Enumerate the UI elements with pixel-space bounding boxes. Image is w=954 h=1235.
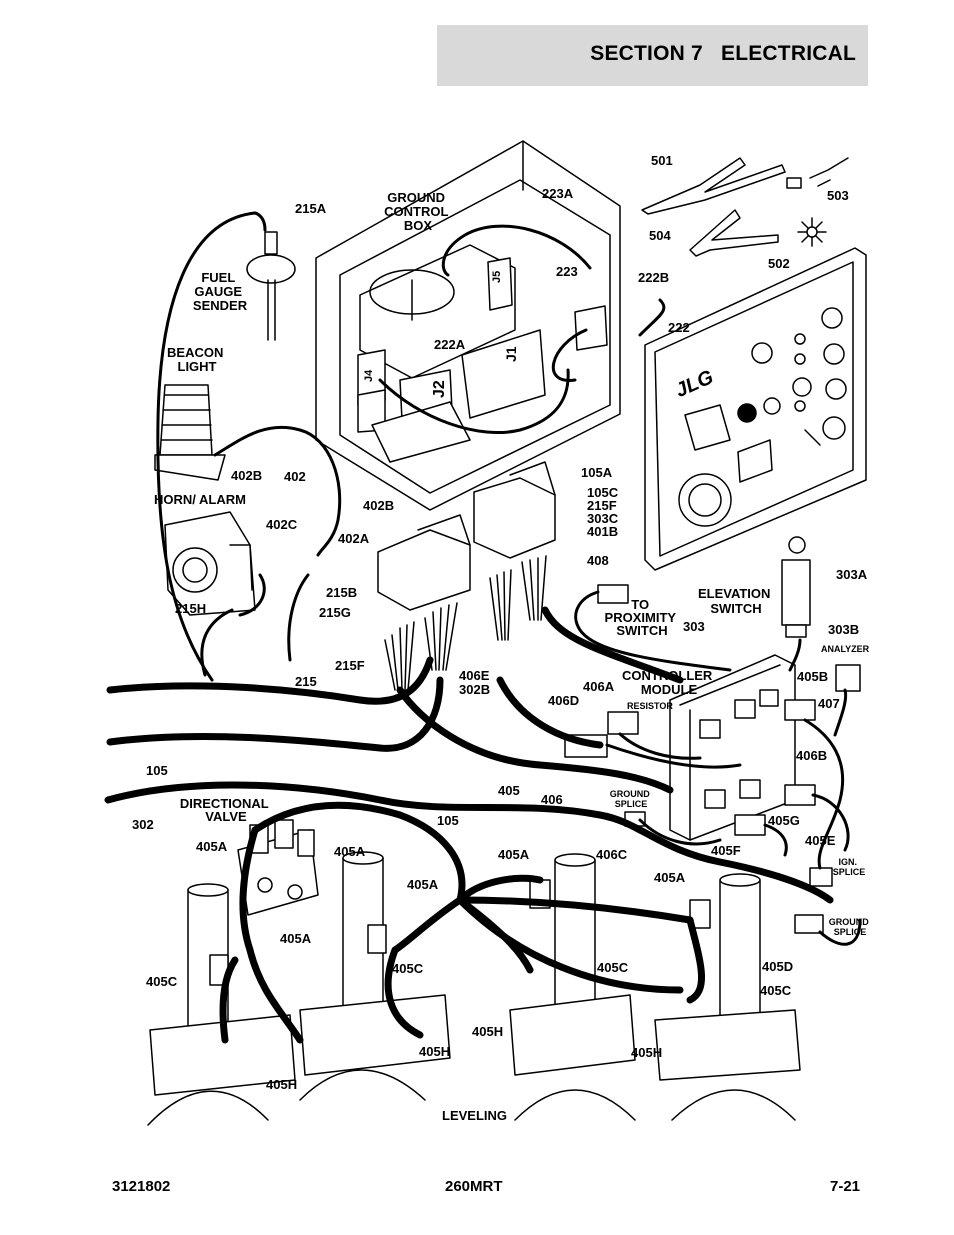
callout-406a: 406A [583,679,615,694]
label-to-proximity-switch: TO PROXIMITY SWITCH [605,597,680,638]
small-connectors-drawing [564,584,861,934]
label-ground-splice-lower: GROUND SPLICE [829,917,872,937]
callout-215b: 215B [326,585,357,600]
fuel-gauge-sender-drawing [246,231,296,341]
callout-406b: 406B [796,748,827,763]
callout-406e-302b: 406E 302B [459,668,493,697]
callout-405h-jack3: 405H [472,1024,503,1039]
label-leveling: LEVELING [442,1108,507,1123]
elevation-switch-drawing [781,536,811,638]
footer-model: 260MRT [445,1178,503,1195]
label-elevation-switch: ELEVATION SWITCH [698,586,774,616]
callout-222a: 222A [434,337,466,352]
label-ground-control-box: GROUND CONTROL BOX [384,190,452,233]
callout-215: 215 [295,674,317,689]
controller-module-drawing [669,654,796,841]
callout-303: 303 [683,619,705,634]
callout-406c: 406C [596,847,628,862]
wire-bundle-215f [384,555,547,691]
label-analyzer: ANALYZER [821,644,870,654]
callout-407: 407 [818,696,840,711]
label-beacon-light: BEACON LIGHT [167,345,227,374]
ground-control-panel-drawing [644,247,867,571]
callout-223a: 223A [542,186,574,201]
callout-402c: 402C [266,517,298,532]
callout-302: 302 [132,817,154,832]
footer-part-number: 3121802 [112,1178,171,1195]
callout-105-center: 105 [437,813,459,828]
callout-222: 222 [668,320,690,335]
leveling-jack-2-drawing [299,851,451,1101]
leveling-jack-4-drawing [654,873,801,1121]
callout-405: 405 [498,783,520,798]
connector-blocks-drawing [377,461,556,611]
callout-215f: 215F [335,658,365,673]
directional-valve-drawing [237,819,319,916]
label-resistor: RESISTOR [627,701,673,711]
callout-405g: 405G [768,813,800,828]
callout-105-left: 105 [146,763,168,778]
callout-406: 406 [541,792,563,807]
callout-405h-jack1: 405H [266,1077,297,1092]
callout-402b: 402B [363,498,394,513]
callout-402: 402 [284,469,306,484]
callout-222b: 222B [638,270,669,285]
callout-405h-jack4: 405H [631,1045,662,1060]
callout-223: 223 [556,264,578,279]
label-directional-valve: DIRECTIONAL VALVE [180,796,272,824]
callout-408: 408 [587,553,609,568]
tools-drawing [641,157,849,257]
label-horn-alarm: HORN/ ALARM [154,492,246,507]
callout-405a-right: 405A [654,870,686,885]
callout-503: 503 [827,188,849,203]
callout-402a: 402A [338,531,370,546]
footer-page-number: 7-21 [830,1178,861,1195]
callout-405c-jack3: 405C [597,960,629,975]
callout-406d: 406D [548,693,579,708]
callout-303a: 303A [836,567,868,582]
section-title: SECTION 7 ELECTRICAL [590,42,856,65]
callout-405c-right: 405C [760,983,792,998]
label-controller-module: CONTROLLER MODULE [622,668,716,697]
callout-105a: 105A [581,465,613,480]
callout-105c-group: 105C 215F 303C 401B [587,485,622,539]
thin-wires [156,211,862,946]
callout-504: 504 [649,228,671,243]
callout-labels: 215A GROUND CONTROL BOX 223A 501 503 504… [132,153,872,1123]
callout-405a-third: 405A [498,847,530,862]
callout-405h-jack2: 405H [419,1044,450,1059]
wire-harnesses [104,606,834,1044]
label-ign-splice: IGN. SPLICE [833,857,866,877]
callout-405a-center: 405A [334,844,366,859]
ground-control-box-drawing [315,140,621,511]
callout-402b-beacon: 402B [231,468,262,483]
callout-405a-jack1: 405A [280,931,312,946]
connector-j4: J4 [363,369,375,382]
callout-405c-left: 405C [146,974,178,989]
label-fuel-gauge-sender: FUEL GAUGE SENDER [193,270,248,313]
label-ground-splice-upper: GROUND SPLICE [610,789,653,809]
callout-405e: 405E [805,833,836,848]
beacon-light-drawing [154,384,226,481]
connector-j5: J5 [491,271,503,283]
section-header: SECTION 7 ELECTRICAL [437,25,868,86]
callout-215a: 215A [295,201,327,216]
callout-405a-jack2: 405A [407,877,439,892]
callout-405c-jack2: 405C [392,961,424,976]
callout-405b: 405B [797,669,828,684]
callout-303b: 303B [828,622,859,637]
callout-405d: 405D [762,959,793,974]
callout-215g: 215G [319,605,351,620]
horn-alarm-drawing [164,511,256,616]
callout-405f: 405F [711,843,741,858]
callout-501: 501 [651,153,673,168]
connector-j1: J1 [503,346,519,362]
callout-502: 502 [768,256,790,271]
callout-405a-valve: 405A [196,839,228,854]
connector-j2: J2 [431,380,448,398]
callout-215h: 215H [175,601,206,616]
